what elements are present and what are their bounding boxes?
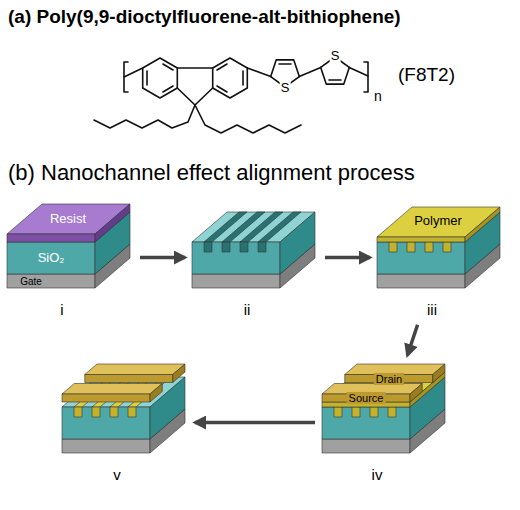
process-step: v <box>60 360 190 485</box>
panel-heading: (a) Poly(9,9-dioctylfluorene-alt-bithiop… <box>8 6 401 28</box>
source-electrode-top <box>62 384 162 395</box>
drain-electrode-front <box>85 375 173 383</box>
source-electrode-side <box>410 384 422 403</box>
repeat-bracket <box>364 62 368 92</box>
resist-layer-side <box>95 204 130 242</box>
nanochannel-notch <box>74 407 82 417</box>
gate-layer-front <box>192 274 280 288</box>
double-bond <box>242 71 244 85</box>
nanochannel-notch <box>128 407 136 417</box>
double-bond <box>146 71 148 85</box>
backbone-bond <box>349 67 368 76</box>
step-number: ii <box>242 302 253 319</box>
double-bond <box>279 63 291 65</box>
nanochannel-notch <box>388 407 396 417</box>
gate-layer-front <box>322 439 410 453</box>
abbreviation: (F8T2) <box>398 64 455 86</box>
device-stack <box>190 195 320 320</box>
octyl-chain <box>195 105 301 133</box>
drain-electrode-top <box>85 364 185 375</box>
process-arrow <box>195 421 315 425</box>
resist-layer-top <box>7 204 130 234</box>
step-number: i <box>58 302 65 319</box>
source-electrode-front <box>62 394 150 402</box>
nanochannel-notch <box>204 242 212 252</box>
nanochannel-notch <box>370 407 378 417</box>
nanochannel-notch <box>334 407 342 417</box>
atom-label: S <box>280 81 291 96</box>
drain-electrode-side <box>173 364 185 383</box>
resist-layer-front <box>7 234 95 242</box>
octyl-chain <box>94 105 195 128</box>
ring-bond <box>177 88 212 105</box>
nanochannel-notch <box>389 242 397 252</box>
benzene-ring <box>213 58 248 98</box>
panel-heading: (b) Nanochannel effect alignment process <box>8 160 415 185</box>
backbone-bond <box>247 68 270 77</box>
repeat-bracket <box>124 62 128 92</box>
process-arrow <box>325 256 370 260</box>
gate-layer-front <box>62 439 150 453</box>
process-step: ResistSiO₂ Gate i <box>5 195 135 320</box>
oxide-layer-front <box>322 407 410 439</box>
layer-label: Polymer <box>412 214 464 228</box>
nanochannel-notch <box>443 242 451 252</box>
oxide-layer-front <box>62 407 150 439</box>
gate-layer-front <box>377 274 465 288</box>
process-step: Polymer iii <box>375 195 505 320</box>
process-step: ii <box>190 195 320 320</box>
polymer-layer-top <box>377 207 500 237</box>
nanochannel-notch <box>425 242 433 252</box>
atom-label: S <box>330 49 341 64</box>
layer-label: Resist <box>48 212 88 226</box>
layer-label: SiO₂ <box>36 251 67 265</box>
oxide-layer-front <box>192 242 280 274</box>
nanochannel-notch <box>352 407 360 417</box>
nanochannel-notch <box>240 242 248 252</box>
double-bond <box>163 64 173 70</box>
double-bond <box>163 86 173 92</box>
polymer-layer-side <box>465 207 500 242</box>
polymer-layer-front <box>377 237 465 242</box>
step-number: iii <box>425 302 439 319</box>
double-bond <box>217 86 227 92</box>
process-step: DrainSource iv <box>320 360 450 485</box>
atom-label: n <box>373 88 383 104</box>
nanochannel-notch <box>110 407 118 417</box>
step-number: iv <box>370 467 385 484</box>
device-stack <box>60 360 190 485</box>
source-electrode-side <box>150 384 162 403</box>
nanochannel-notch <box>92 407 100 417</box>
oxide-layer-front <box>7 242 95 274</box>
drain-electrode-side <box>433 364 445 383</box>
backbone-bond <box>124 68 143 77</box>
nanochannel-notch <box>258 242 266 252</box>
nanochannel-notch <box>407 242 415 252</box>
gate-layer-front <box>7 274 95 288</box>
double-bond <box>217 64 227 70</box>
ring-bond <box>177 67 212 69</box>
oxide-layer-front <box>377 242 465 274</box>
backbone-bond <box>299 67 320 76</box>
double-bond <box>329 79 341 81</box>
benzene-ring <box>143 58 178 98</box>
nanochannel-notch <box>222 242 230 252</box>
nanochannel <box>258 212 301 242</box>
layer-label: Gate <box>18 276 44 287</box>
electrode-label: Source <box>347 392 386 404</box>
process-arrow <box>140 256 185 260</box>
electrode-label: Drain <box>374 373 404 385</box>
process-arrow <box>407 325 417 356</box>
step-number: v <box>111 467 123 484</box>
